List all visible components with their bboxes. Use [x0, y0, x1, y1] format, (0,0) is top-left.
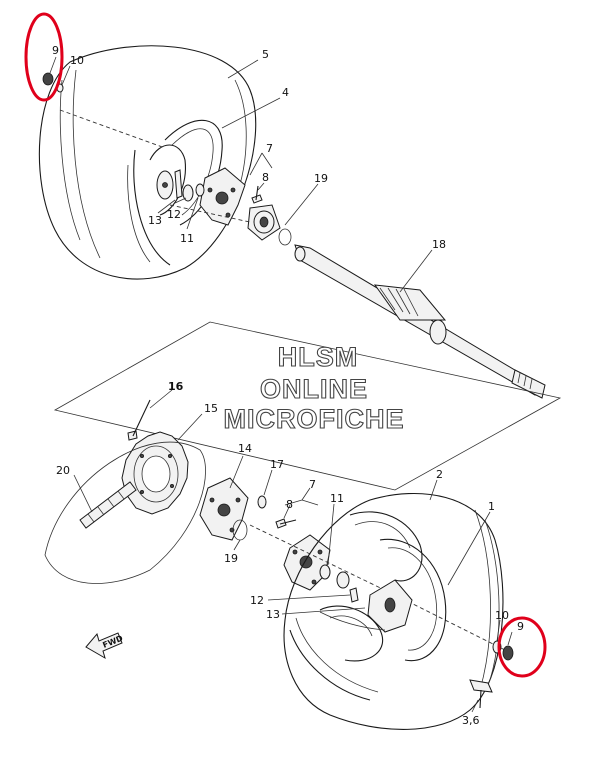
callout-10-top: 10 [70, 54, 84, 67]
callout-1: 1 [488, 500, 495, 513]
callout-11-top: 11 [180, 232, 194, 245]
callout-7-top: 7 [266, 142, 273, 155]
bottom-bolt-8 [275, 518, 297, 529]
callout-16: 16 [168, 380, 184, 393]
top-hub [199, 167, 246, 226]
callout-14: 14 [238, 442, 252, 455]
callout-20: 20 [56, 464, 70, 477]
callout-12-top: 12 [167, 208, 181, 221]
top-axis-line [59, 109, 166, 149]
sprocket [121, 431, 189, 515]
top-tire [38, 45, 257, 280]
callout-13-bot: 13 [266, 608, 280, 621]
highlight-ring-bottom [497, 616, 547, 678]
watermark: HLSM ONLINE MICROFICHE [223, 341, 405, 434]
bottom-nut-17 [257, 495, 267, 509]
bottom-washer-11 [319, 564, 331, 580]
callout-18: 18 [432, 238, 446, 251]
top-rim [149, 119, 223, 226]
bottom-tire [283, 492, 504, 730]
chain-case-outline [44, 441, 206, 584]
bottom-rim [319, 511, 447, 662]
callout-4: 4 [282, 86, 289, 99]
callout-8-top: 8 [262, 171, 269, 184]
callout-2: 2 [436, 468, 443, 481]
watermark-line3: MICROFICHE [224, 404, 405, 434]
callout-19-top: 19 [314, 172, 328, 185]
watermark-line1: HLSM [278, 342, 359, 372]
top-bearing-housing [247, 204, 292, 246]
bottom-nut-washer-9-10 [492, 640, 514, 661]
callout-19-bot: 19 [224, 552, 238, 565]
callout-numbers: 9 10 5 4 7 8 19 18 13 12 11 16 15 20 14 … [52, 44, 524, 727]
assembly-outline [53, 321, 562, 491]
callout-17: 17 [270, 458, 284, 471]
callout-5: 5 [262, 48, 269, 61]
bottom-pin-12 [349, 587, 359, 603]
leader-lines [49, 56, 513, 713]
fwd-arrow-icon: FWD [85, 632, 124, 660]
highlight-ring-top [24, 12, 64, 102]
callout-9-top: 9 [52, 44, 59, 57]
drive-chain [79, 481, 137, 529]
sprocket-bolt [127, 399, 151, 441]
bottom-hub-left [199, 477, 249, 541]
callout-10-bot: 10 [495, 609, 509, 622]
callout-11-bot: 11 [330, 492, 344, 505]
callout-8-bot: 8 [286, 498, 293, 511]
callout-15: 15 [204, 402, 218, 415]
bottom-hub-right [283, 534, 331, 591]
callout-13-top: 13 [148, 214, 162, 227]
bottom-valve-stem [469, 679, 493, 709]
rear-axle [294, 244, 546, 399]
callout-9-bot: 9 [517, 620, 524, 633]
callout-3-6: 3,6 [462, 714, 480, 727]
callout-12-bot: 12 [250, 594, 264, 607]
callout-7-bot: 7 [309, 478, 316, 491]
top-bolt [251, 185, 263, 204]
fwd-label: FWD [101, 634, 124, 650]
top-nut-washer [42, 72, 205, 202]
watermark-line2: ONLINE [260, 374, 368, 404]
bottom-nut [336, 571, 350, 589]
